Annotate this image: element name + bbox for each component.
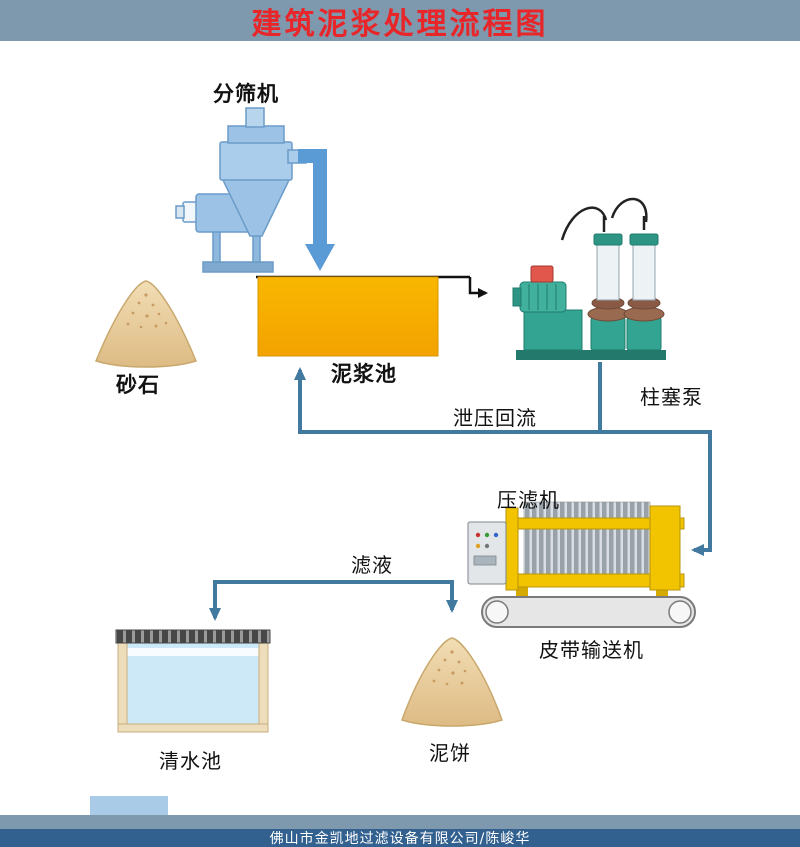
label-filtrate: 滤液 xyxy=(351,553,393,577)
label-mud-cake: 泥饼 xyxy=(429,741,471,765)
screening-machine-illustration xyxy=(175,107,307,273)
feed-arrow xyxy=(298,149,335,271)
pump-to-press-line xyxy=(600,430,712,556)
clear-water-pool-illustration xyxy=(115,629,271,733)
relief-return-line xyxy=(294,362,602,434)
tank-to-pump-arrow xyxy=(468,277,488,298)
label-sand: 砂石 xyxy=(116,373,160,397)
label-piston-pump: 柱塞泵 xyxy=(640,385,703,409)
label-mud-tank: 泥浆池 xyxy=(331,362,397,386)
label-belt-conveyor: 皮带输送机 xyxy=(539,638,644,662)
mud-tank-illustration xyxy=(257,276,439,357)
piston-pump-illustration xyxy=(512,197,666,360)
label-screener: 分筛机 xyxy=(213,82,279,106)
title-bar: 建筑泥浆处理流程图 xyxy=(0,0,800,42)
footer-company-text: 佛山市金凯地过滤设备有限公司/陈峻华 xyxy=(269,831,531,847)
label-relief-return: 泄压回流 xyxy=(453,406,537,430)
filter-press-illustration xyxy=(467,501,685,596)
label-filter-press: 压滤机 xyxy=(497,488,560,512)
sand-pile-illustration xyxy=(94,280,198,368)
footer-bar xyxy=(0,815,800,829)
flow-lines xyxy=(209,362,712,621)
mud-cake-pile-illustration xyxy=(401,637,503,727)
footer-band: 佛山市金凯地过滤设备有限公司/陈峻华 xyxy=(0,829,800,847)
belt-conveyor-illustration xyxy=(481,596,696,628)
label-clear-water: 清水池 xyxy=(159,749,222,773)
filtrate-line xyxy=(209,580,452,621)
page-title: 建筑泥浆处理流程图 xyxy=(251,6,549,42)
footer-accent-tab xyxy=(90,796,168,817)
